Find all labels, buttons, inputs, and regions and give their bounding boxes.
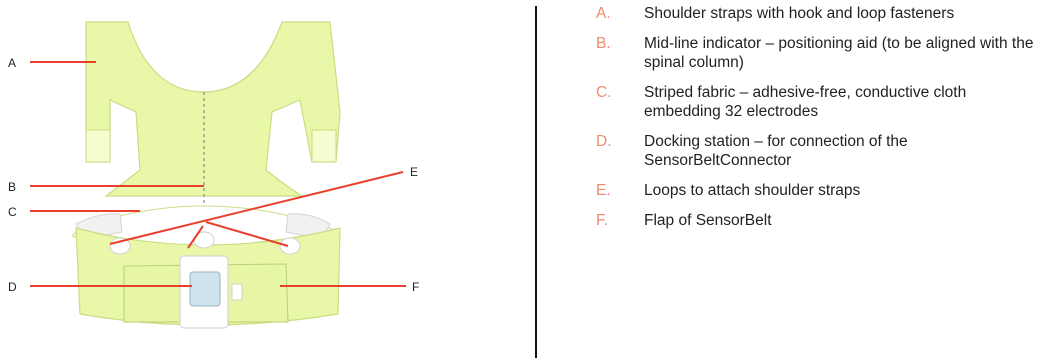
sensorbelt-figure: A B C D E F bbox=[8, 21, 419, 329]
vertical-divider bbox=[535, 6, 537, 358]
callout-labels: A B C D E F bbox=[8, 56, 419, 294]
legend-item-c: C. Striped fabric – adhesive-free, condu… bbox=[596, 83, 1044, 121]
legend-letter: C. bbox=[596, 84, 612, 101]
callout-label-a: A bbox=[8, 56, 16, 70]
legend-item-f: F. Flap of SensorBelt bbox=[596, 211, 1044, 230]
legend-item-d: D. Docking station – for connection of t… bbox=[596, 132, 1044, 170]
legend-text: Docking station – for connection of the … bbox=[644, 133, 908, 169]
legend-letter: E. bbox=[596, 182, 611, 199]
callout-label-f: F bbox=[412, 280, 419, 294]
callout-label-c: C bbox=[8, 205, 17, 219]
docking-station bbox=[179, 255, 243, 329]
callout-label-e: E bbox=[410, 165, 418, 179]
legend-list: A. Shoulder straps with hook and loop fa… bbox=[596, 4, 1044, 241]
legend-letter: D. bbox=[596, 133, 612, 150]
callout-label-d: D bbox=[8, 280, 17, 294]
legend-text: Loops to attach shoulder straps bbox=[644, 182, 861, 199]
legend-item-a: A. Shoulder straps with hook and loop fa… bbox=[596, 4, 1044, 23]
legend-letter: A. bbox=[596, 5, 611, 22]
legend-item-e: E. Loops to attach shoulder straps bbox=[596, 181, 1044, 200]
legend-text: Shoulder straps with hook and loop faste… bbox=[644, 5, 955, 22]
leader-lines bbox=[30, 61, 406, 287]
legend-item-b: B. Mid-line indicator – positioning aid … bbox=[596, 34, 1044, 72]
callout-label-b: B bbox=[8, 180, 16, 194]
legend-letter: B. bbox=[596, 35, 611, 52]
legend-text: Flap of SensorBelt bbox=[644, 212, 772, 229]
legend-text: Mid-line indicator – positioning aid (to… bbox=[644, 35, 1034, 71]
shoulder-straps bbox=[85, 21, 341, 197]
legend-text: Striped fabric – adhesive-free, conducti… bbox=[644, 84, 967, 120]
legend-letter: F. bbox=[596, 212, 609, 229]
